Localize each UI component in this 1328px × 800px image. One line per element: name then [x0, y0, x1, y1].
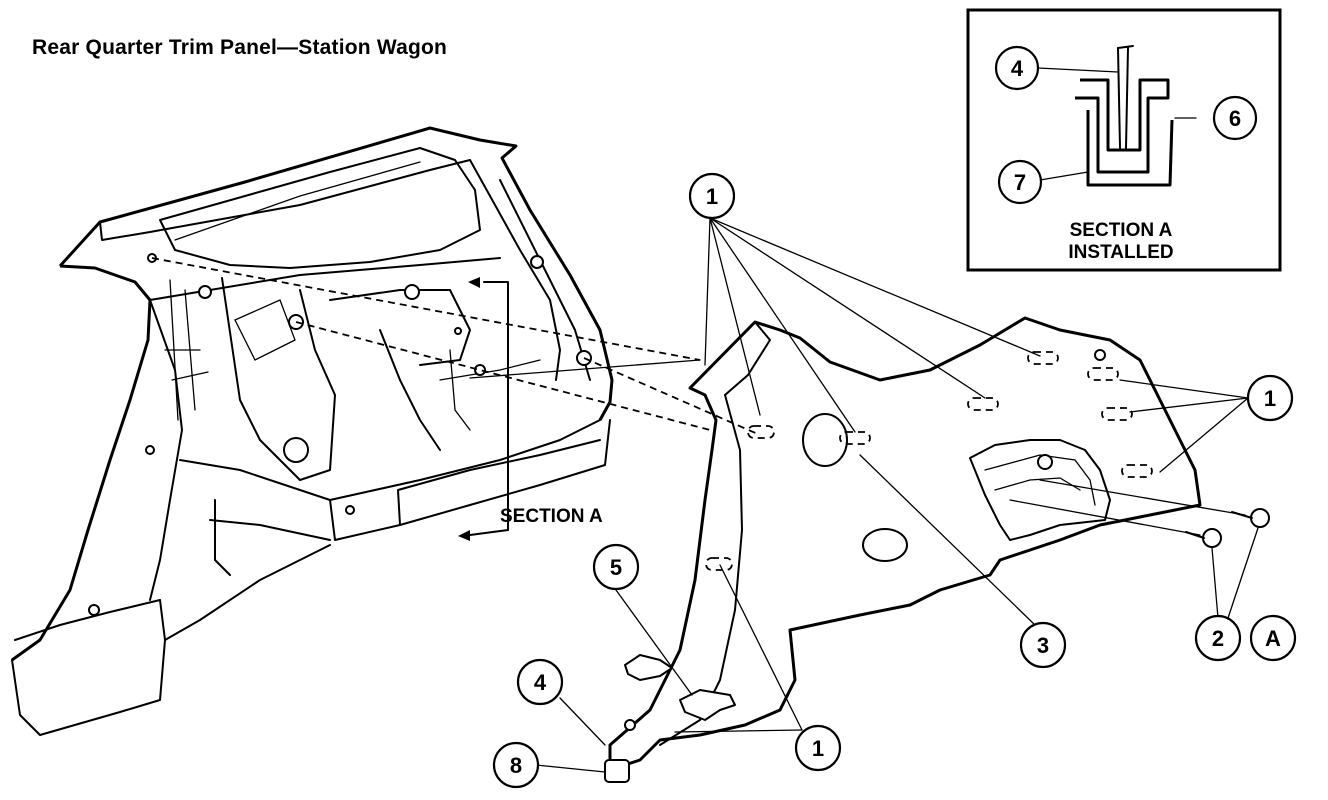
inset-callout-6-label: 6	[1229, 106, 1241, 131]
callout-8-label: 8	[510, 753, 522, 778]
callout-1-right: 1	[1246, 374, 1294, 422]
inset-callout-4: 4	[994, 45, 1040, 91]
callout-4-label: 4	[534, 670, 547, 695]
callout-4: 4	[516, 658, 564, 706]
inset-caption-line2: INSTALLED	[1068, 242, 1173, 263]
screw-fasteners	[1009, 479, 1270, 548]
callout-A-label: A	[1265, 626, 1281, 651]
callout-3-label: 3	[1037, 633, 1049, 658]
callout-2-label: 2	[1212, 626, 1224, 651]
callout-5-label: 5	[610, 555, 622, 580]
callout-1-bottom-label: 1	[812, 736, 824, 761]
alignment-lines	[151, 257, 761, 436]
section-a-label: SECTION A	[500, 506, 603, 527]
section-a-inset: 4 6 7 SECTION A INSTALLED	[966, 8, 1282, 272]
callout-8: 8	[492, 741, 540, 789]
inset-caption-line1: SECTION A	[1070, 220, 1173, 241]
callout-1-top-label: 1	[706, 184, 718, 209]
callout-3: 3	[1019, 621, 1067, 669]
inset-callout-7-label: 7	[1014, 170, 1026, 195]
callout-1-right-label: 1	[1264, 386, 1276, 411]
callout-2: 2	[1194, 614, 1242, 662]
callout-1-bottom: 1	[794, 724, 842, 772]
inset-callout-7: 7	[997, 159, 1043, 205]
callout-1-top: 1	[688, 172, 736, 220]
quarter-trim-panel	[604, 316, 1270, 783]
callout-leaders	[535, 217, 1259, 773]
diagram-title: Rear Quarter Trim Panel—Station Wagon	[32, 36, 448, 59]
callout-A: A	[1249, 614, 1297, 662]
callout-5: 5	[592, 543, 640, 591]
inset-callout-4-label: 4	[1011, 56, 1024, 81]
vehicle-body-shell	[11, 126, 614, 736]
inset-callout-6: 6	[1212, 95, 1258, 141]
